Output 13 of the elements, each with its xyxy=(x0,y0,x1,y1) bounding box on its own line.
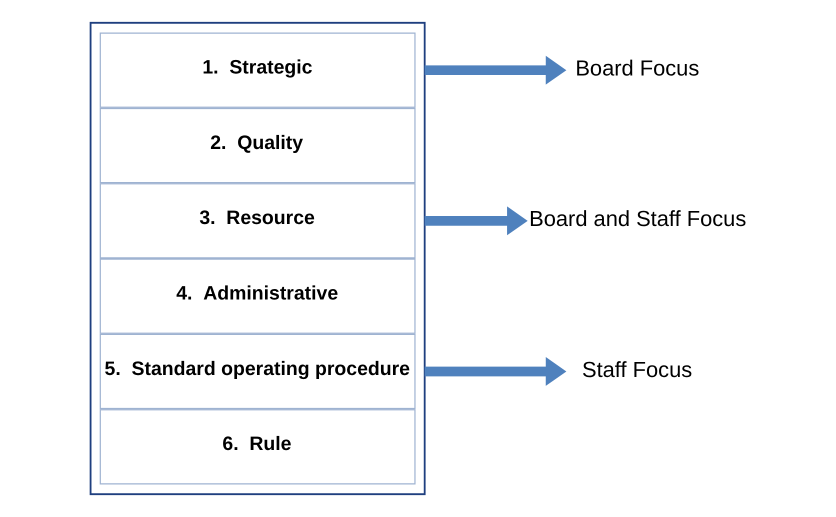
node-box: 2. Quality xyxy=(100,108,416,184)
node-text: Board and Staff Focus xyxy=(529,206,746,232)
node-box: 3. Resource xyxy=(100,183,416,258)
arrow xyxy=(424,206,528,236)
arrow xyxy=(424,357,566,386)
node-text: Staff Focus xyxy=(582,356,692,382)
node-box: 6. Rule xyxy=(100,409,416,484)
node-text: Board Focus xyxy=(575,56,700,81)
node-box: 4. Administrative xyxy=(100,258,416,334)
node-box: 5. Standard operating procedure xyxy=(100,334,416,410)
arrow xyxy=(424,56,566,85)
node-box: 1. Strategic xyxy=(100,32,416,108)
cluster xyxy=(90,22,426,496)
